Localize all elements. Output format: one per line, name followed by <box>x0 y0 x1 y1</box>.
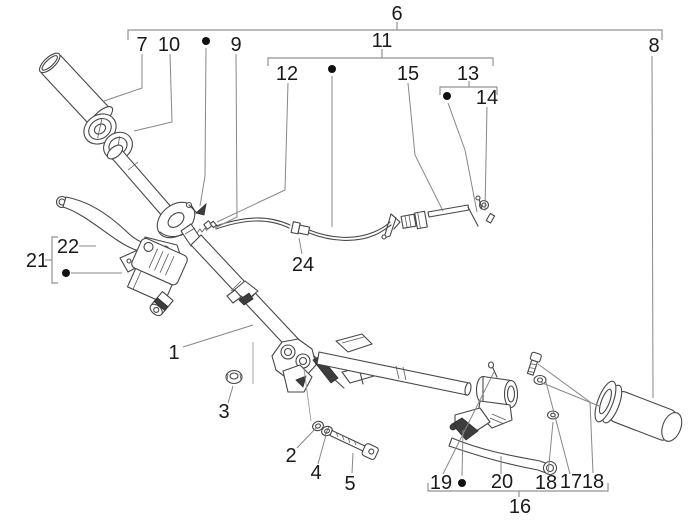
drawing <box>38 52 683 476</box>
master-cylinder <box>119 237 188 317</box>
callout-label-14: 14 <box>476 87 498 109</box>
callout-label-15: 15 <box>397 63 419 85</box>
callout-label-3: 3 <box>218 401 229 423</box>
unlabeled-part-dot <box>202 37 210 45</box>
callout-label-19: 19 <box>430 472 452 494</box>
master-cylinder-outlet <box>149 291 174 317</box>
callout-label-17: 17 <box>560 471 582 493</box>
lever-nut-2 <box>546 410 560 420</box>
bracket-group-11 <box>267 57 494 66</box>
unlabeled-part-dot <box>443 92 451 100</box>
brake-lever-right <box>448 351 560 476</box>
bracket-group-6 <box>127 29 663 40</box>
throttle-cable-assembly <box>381 195 496 240</box>
unlabeled-part-dot <box>458 479 466 487</box>
callout-label-18b: 18 <box>582 471 604 493</box>
callout-label-18a: 18 <box>535 472 557 494</box>
clamp-nut <box>225 369 243 385</box>
callout-label-6: 6 <box>391 3 402 25</box>
callout-brackets <box>45 22 663 497</box>
callout-label-16: 16 <box>509 496 531 518</box>
callout-label-2: 2 <box>285 445 296 467</box>
callout-label-21: 21 <box>26 250 48 272</box>
throttle-cable <box>215 217 392 241</box>
clamp-bolt <box>329 429 379 460</box>
left-grip <box>38 52 133 161</box>
callout-label-24: 24 <box>292 254 314 276</box>
unlabeled-part-dot <box>328 65 336 73</box>
callout-label-22: 22 <box>57 236 79 258</box>
callout-label-4: 4 <box>310 462 321 484</box>
lever-screw <box>526 351 542 376</box>
callout-label-10: 10 <box>158 34 180 56</box>
cable-end-fittings <box>196 220 218 234</box>
dot-markers <box>62 37 466 487</box>
callout-label-9: 9 <box>230 34 241 56</box>
left-bracket-plates <box>226 280 259 306</box>
callout-label-11: 11 <box>372 30 393 52</box>
clamp-screw <box>185 201 207 216</box>
projection-lines <box>252 342 312 422</box>
throttle-tube <box>106 144 174 218</box>
lever-blade <box>448 437 549 474</box>
callout-label-12: 12 <box>276 63 298 85</box>
callout-label-8: 8 <box>648 35 659 57</box>
bracket-group-16 <box>427 483 609 492</box>
callout-label-1: 1 <box>168 342 179 364</box>
lever-nut <box>533 374 547 386</box>
callout-label-7: 7 <box>136 34 147 56</box>
cable-adjuster <box>290 221 311 236</box>
right-grip <box>594 380 683 442</box>
spring-washer <box>321 425 333 437</box>
arrow-marker-icon <box>195 202 207 216</box>
callout-labels: 6 7 10 9 11 8 12 15 13 14 24 22 21 1 3 2… <box>26 3 660 518</box>
callout-label-13: 13 <box>457 63 479 85</box>
leader-lines <box>71 47 654 477</box>
callout-label-5: 5 <box>344 473 355 495</box>
callout-label-20: 20 <box>491 471 513 493</box>
handlebar-right-tube <box>316 351 472 396</box>
unlabeled-part-dot <box>62 269 70 277</box>
